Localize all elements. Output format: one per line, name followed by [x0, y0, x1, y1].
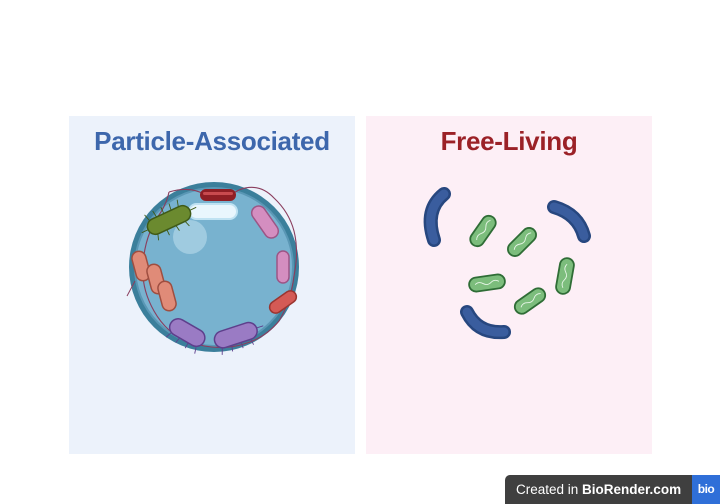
- bacterium-rod-icon: [513, 287, 547, 315]
- biorender-badge[interactable]: Created in BioRender.com bio: [505, 475, 720, 504]
- particle-associated-panel: Particle-Associated: [69, 116, 355, 454]
- free-living-title: Free-Living: [440, 126, 578, 156]
- free-living-panel: Free-Living: [366, 116, 652, 454]
- bacterium-rod-icon: [468, 273, 506, 293]
- bacterium-rod-icon: [469, 214, 497, 248]
- badge-text: Created in BioRender.com: [516, 482, 681, 497]
- logo-icon: bio: [692, 475, 720, 504]
- bacterium-rod-icon: [507, 227, 537, 257]
- marine-particle-icon: [126, 182, 299, 355]
- bacterium-rod-icon: [555, 257, 575, 295]
- free-living-bacteria: [423, 187, 591, 340]
- badge-prefix: Created in: [516, 482, 583, 497]
- particle-associated-title: Particle-Associated: [94, 126, 330, 156]
- badge-brand: BioRender.com: [582, 482, 682, 497]
